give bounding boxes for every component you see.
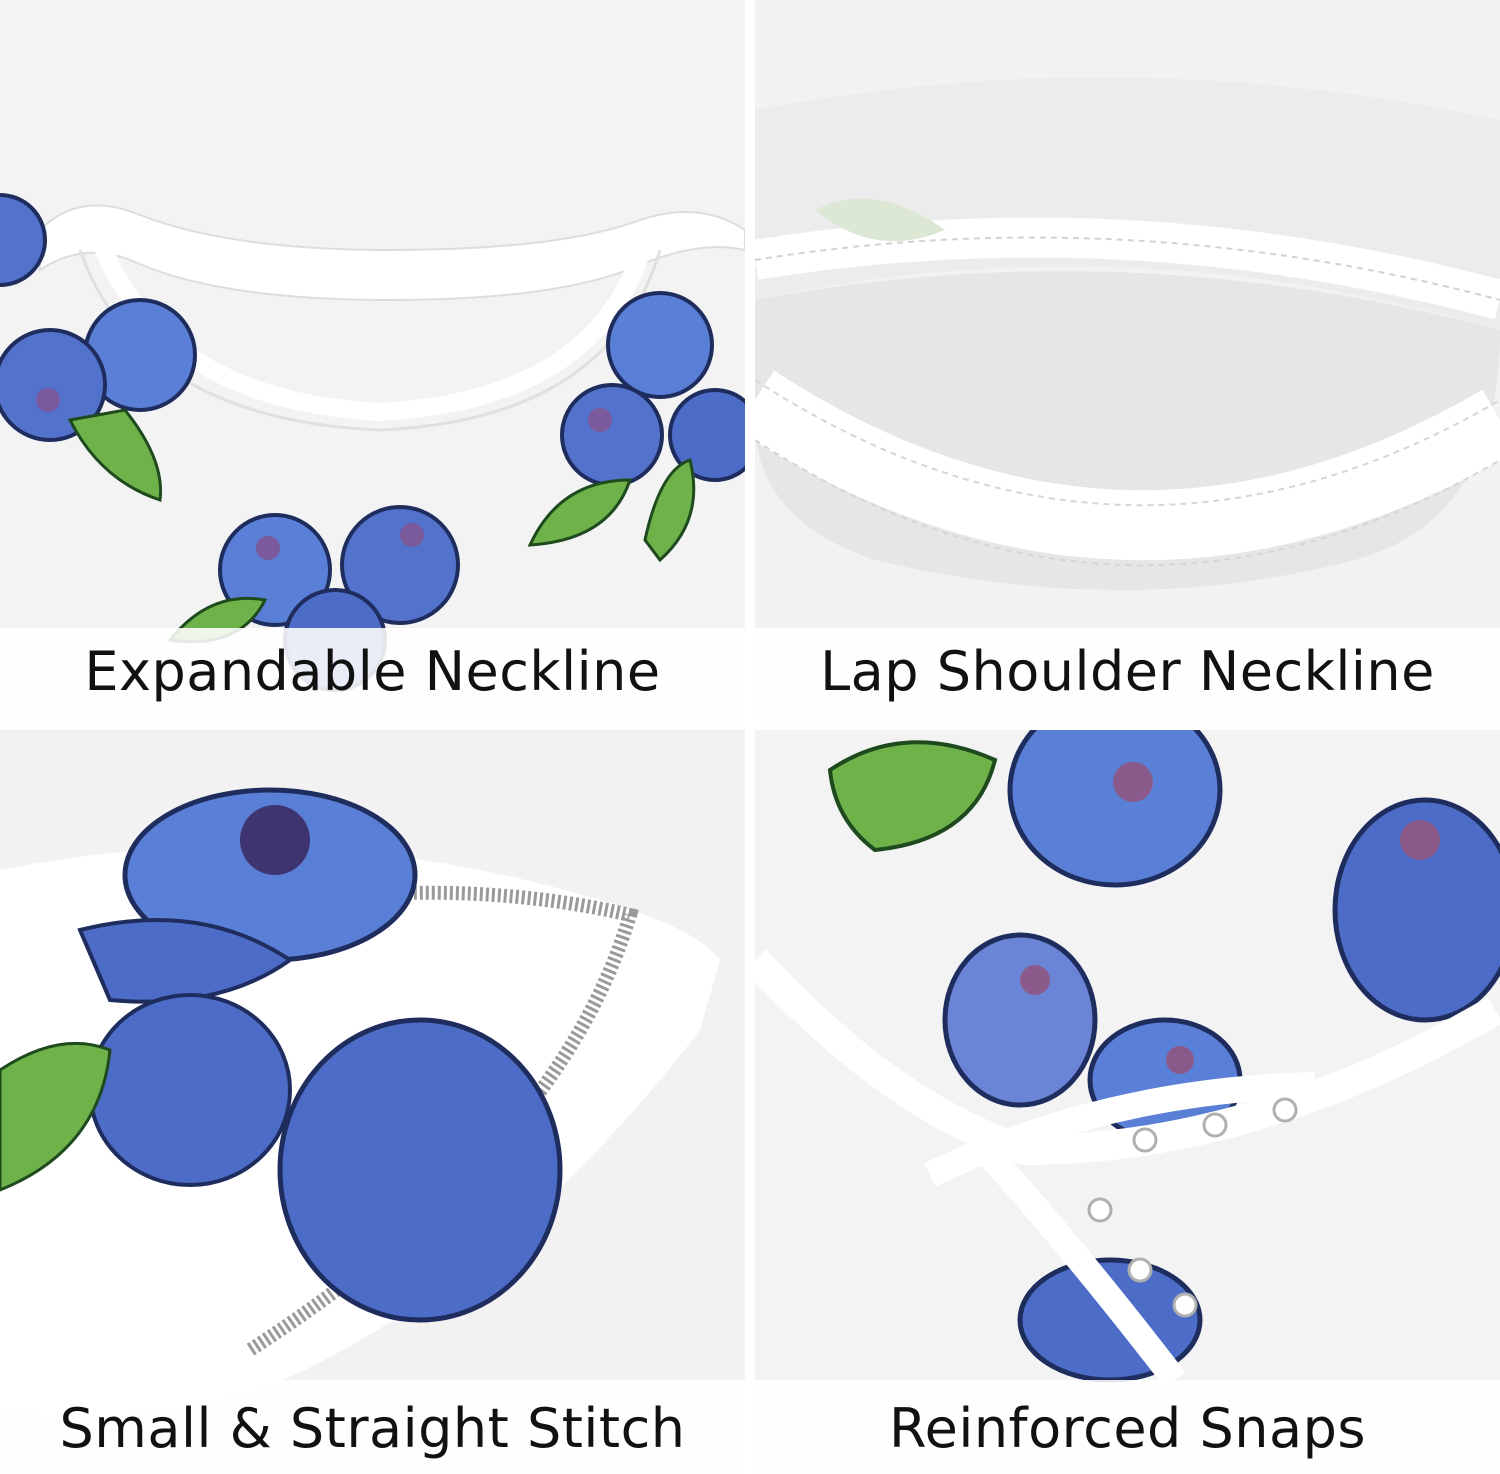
blueberry-icon [167,505,460,692]
blueberry-icon [0,787,563,1323]
blueberry-icon [0,298,197,503]
blueberry-icon [527,291,745,563]
panel-expandable-neckline: Expandable Neckline [0,0,745,722]
panel-small-straight-stitch: Small & Straight Stitch [0,730,745,1474]
panel-caption: Lap Shoulder Neckline [820,640,1435,703]
snap-button-icon [1087,1097,1298,1318]
stitch-closeup-illustration [0,730,745,1474]
collar-closeup-illustration [755,0,1500,722]
panel-lap-shoulder-neckline: Lap Shoulder Neckline [755,0,1500,722]
caption-band [755,628,1500,722]
panel-caption: Reinforced Snaps [889,1397,1366,1460]
snaps-closeup-illustration [755,730,1500,1474]
caption-band [0,1380,745,1474]
neckline-illustration [0,0,745,722]
panel-caption: Small & Straight Stitch [59,1397,686,1460]
panel-caption: Expandable Neckline [84,640,661,703]
blueberry-icon [827,730,1500,1383]
caption-band [755,1380,1500,1474]
caption-band [0,628,745,722]
panel-reinforced-snaps: Reinforced Snaps [755,730,1500,1474]
